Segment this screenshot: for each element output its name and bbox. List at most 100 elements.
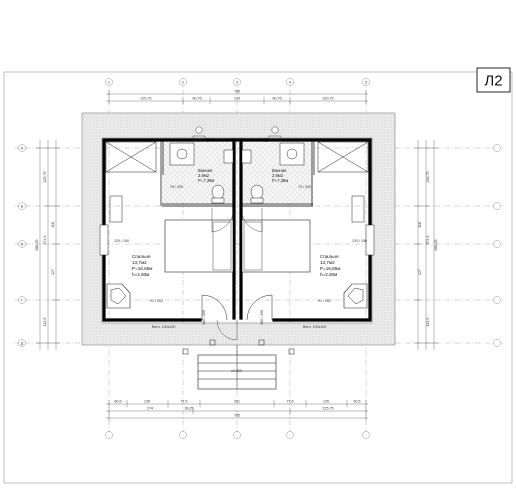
window-left-side-label: 120 / 150 bbox=[114, 239, 129, 243]
dim-top-2: 60,75 bbox=[193, 97, 202, 101]
dim-left-1: 220,75 bbox=[43, 172, 47, 183]
shower-left bbox=[169, 142, 195, 166]
svg-text:13,7м2: 13,7м2 bbox=[132, 260, 147, 265]
window-left-top-label: 75 / 200 bbox=[170, 185, 183, 189]
dim-left-4: 127 bbox=[51, 269, 55, 275]
door-right-label: 180 / 200 bbox=[260, 310, 264, 325]
entrance-steps bbox=[197, 345, 277, 390]
entry-mark-right bbox=[288, 348, 295, 355]
bath-right-label: Ванная 3,9м2 P=7,38м bbox=[272, 168, 288, 183]
sink-right bbox=[241, 149, 252, 164]
svg-text:4: 4 bbox=[289, 80, 291, 84]
bath-right-side-wall bbox=[311, 140, 315, 206]
axis-labels-left: А Б В Г Д bbox=[21, 146, 24, 345]
svg-text:2: 2 bbox=[182, 80, 184, 84]
bottom-dimensions: 60,5 135 77,5 201 77,5 135 60,5 274 99,2… bbox=[106, 400, 368, 421]
svg-text:Ванная: Ванная bbox=[272, 168, 286, 173]
bath-left-side-wall bbox=[160, 140, 164, 206]
wardrobe-left bbox=[105, 141, 157, 173]
ceiling-right-label: Вент. 100х100 bbox=[303, 325, 326, 329]
svg-text:13,7м2: 13,7м2 bbox=[320, 260, 335, 265]
entry-mark-left bbox=[182, 348, 189, 355]
dim-bottom-2: 135 bbox=[144, 400, 150, 404]
dim-right-total: 686,25 bbox=[434, 240, 438, 251]
dim-bottom2-3: 225,75 bbox=[323, 407, 334, 411]
dim-left-2: 574,6 bbox=[43, 236, 47, 245]
dim-bottom-3: 77,5 bbox=[181, 400, 188, 404]
svg-text:5: 5 bbox=[365, 80, 367, 84]
toilet-right-tank bbox=[250, 197, 264, 204]
bath-right-tag bbox=[271, 126, 279, 134]
fireplace-right-core bbox=[347, 287, 364, 305]
svg-text:P=16,65м: P=16,65м bbox=[320, 266, 340, 271]
svg-text:3,9м2: 3,9м2 bbox=[272, 173, 284, 178]
bed-right-label: Спальня 13,7м2 P=16,65м h=2,60м bbox=[320, 254, 340, 277]
shower-left-drain-icon bbox=[176, 148, 188, 160]
door-left-swing bbox=[201, 294, 228, 321]
door-left-label: 180 / 200 bbox=[202, 310, 206, 325]
svg-text:h=2,60м: h=2,60м bbox=[132, 272, 149, 277]
svg-text:P=16,65м: P=16,65м bbox=[132, 266, 152, 271]
entry-mark-mid-l bbox=[209, 339, 216, 346]
svg-text:P=7,38м: P=7,38м bbox=[272, 178, 288, 183]
radiator-right bbox=[351, 195, 365, 223]
bed-left-label: Спальня 13,7м2 P=16,65м h=2,60м bbox=[132, 254, 152, 277]
wardrobe-left-x bbox=[105, 141, 157, 173]
dim-bottom-5: 77,5 bbox=[287, 400, 294, 404]
fireplace-right-icon bbox=[343, 283, 368, 309]
door-right-swing bbox=[246, 294, 273, 321]
entry-mark-mid-r bbox=[258, 339, 265, 346]
dim-left-total: 686,25 bbox=[35, 240, 39, 251]
door-small-left-swing bbox=[211, 208, 234, 233]
dim-right-4: 127 bbox=[418, 269, 422, 275]
axis-bubbles-right bbox=[493, 144, 501, 347]
sheet-label: Л2 bbox=[484, 73, 502, 90]
axis-bubbles-bottom bbox=[105, 431, 370, 439]
dim-top-3: 143 bbox=[234, 97, 240, 101]
sheet-frame bbox=[3, 71, 513, 484]
svg-text:P=7,38м: P=7,38м bbox=[198, 178, 214, 183]
bed-left-pillow bbox=[212, 221, 232, 271]
bed-right-pillow bbox=[243, 221, 263, 271]
dim-left-5: 113,5 bbox=[43, 318, 47, 327]
sheet-label-box bbox=[476, 67, 511, 93]
bath-right-vent bbox=[268, 135, 282, 141]
fireplace-left-icon bbox=[106, 283, 131, 309]
terrace-hatch bbox=[81, 112, 396, 346]
dim-bottom-total: 785 bbox=[234, 414, 240, 418]
svg-text:h=2,60м: h=2,60м bbox=[320, 272, 337, 277]
wardrobe-right bbox=[317, 141, 369, 173]
window-right-side bbox=[365, 224, 375, 256]
door-small-left-label: 91 / 202 bbox=[150, 299, 163, 303]
svg-text:3,9м2: 3,9м2 bbox=[198, 173, 210, 178]
bath-left-bottom-wall bbox=[162, 203, 234, 207]
window-right-top-label: 70 / 200 bbox=[298, 185, 311, 189]
dim-top-1: 220,75 bbox=[141, 97, 152, 101]
door-small-right-swing bbox=[241, 208, 263, 233]
door-entry-center bbox=[216, 319, 238, 341]
toilet-left-tank bbox=[211, 197, 225, 204]
bath-right-bottom-wall bbox=[241, 203, 313, 207]
toilet-right-icon bbox=[250, 184, 264, 200]
dim-top-5: 220,75 bbox=[323, 97, 334, 101]
dim-right-2: 574,6 bbox=[426, 236, 430, 245]
bath-left-label: Ванная 3,9м2 P=7,38м bbox=[198, 168, 214, 183]
dim-bottom-6: 135 bbox=[323, 400, 329, 404]
bath-left-vent bbox=[192, 135, 206, 141]
dim-top-4: 60,75 bbox=[273, 97, 282, 101]
toilet-left-icon bbox=[211, 184, 225, 200]
dim-bottom2-1: 274 bbox=[147, 407, 153, 411]
dim-bottom-1: 60,5 bbox=[115, 400, 122, 404]
dim-bottom-7: 60,5 bbox=[354, 400, 361, 404]
bed-left bbox=[164, 219, 234, 273]
svg-text:Спальня: Спальня bbox=[320, 254, 339, 259]
door-small-right-label: 91 / 202 bbox=[318, 299, 331, 303]
left-dimensions: 686,25 220,75 574,6 118 127 113,5 bbox=[35, 140, 60, 350]
axis-labels-top: 1 2 3 4 5 bbox=[108, 80, 367, 84]
dim-bottom2-2: 99,25 bbox=[185, 407, 194, 411]
bath-left-tag bbox=[195, 126, 203, 134]
dim-right-3: 118 bbox=[418, 222, 422, 228]
svg-text:Д: Д bbox=[21, 341, 24, 345]
radiator-left bbox=[109, 195, 123, 223]
